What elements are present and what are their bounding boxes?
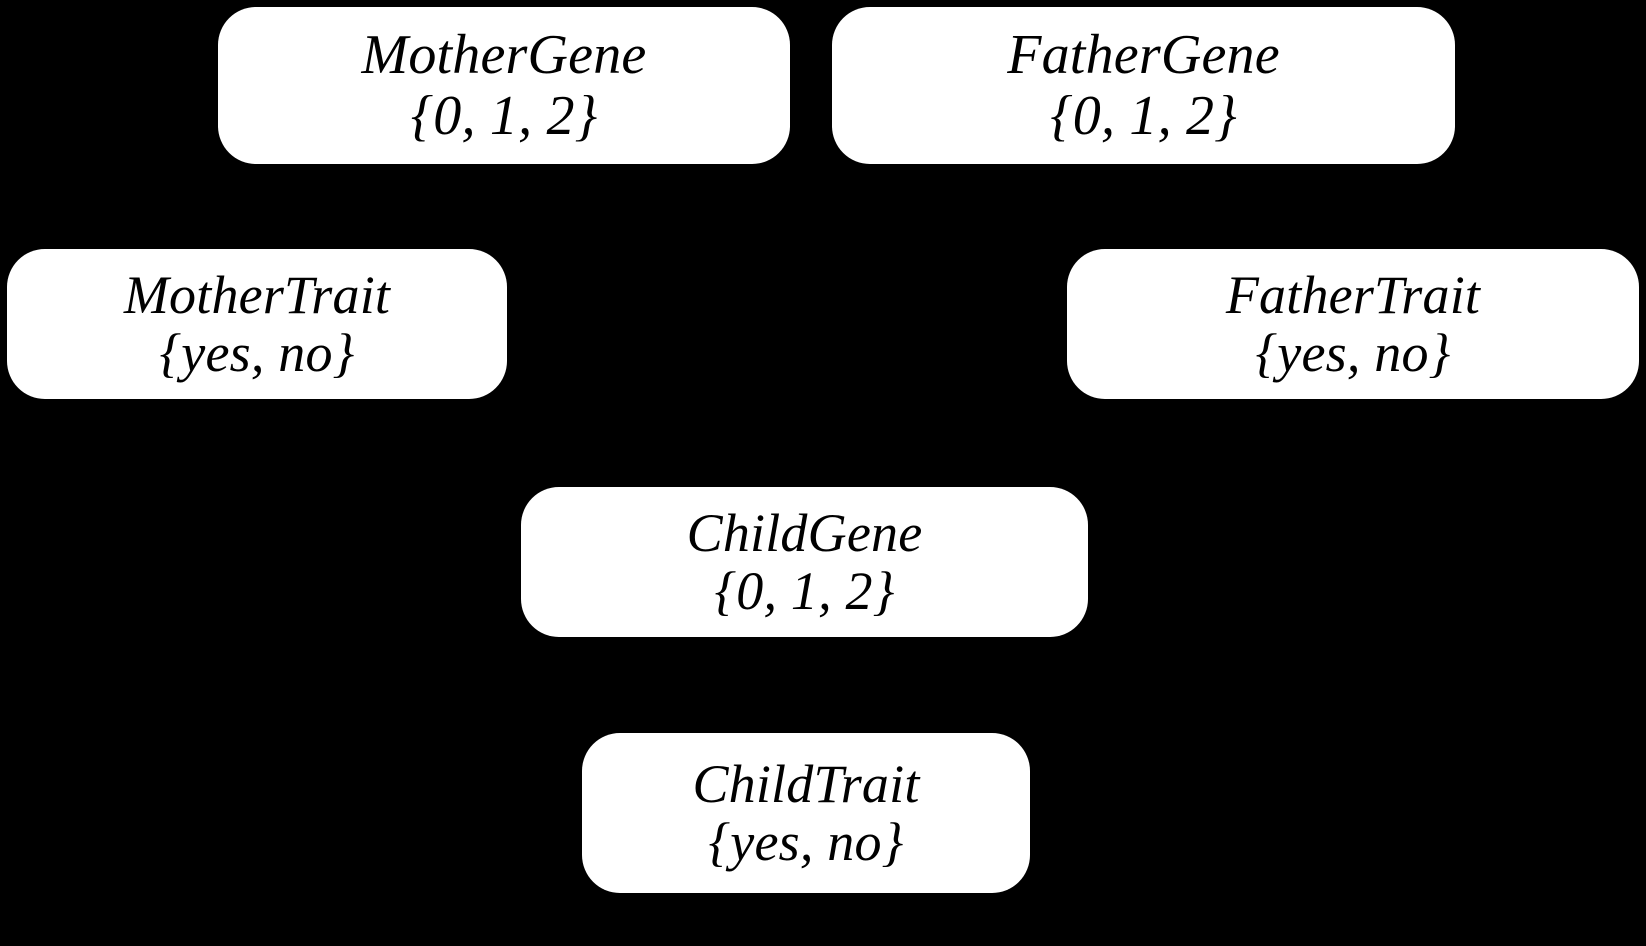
node-mother-trait-domain: {yes, no} (159, 323, 355, 383)
node-mother-trait[interactable]: MotherTrait {yes, no} (7, 249, 507, 399)
node-child-gene-label: ChildGene (686, 502, 923, 563)
node-child-gene-domain: {0, 1, 2} (714, 561, 895, 621)
node-father-gene-label: FatherGene (1007, 24, 1280, 87)
node-child-trait-label: ChildTrait (692, 753, 920, 814)
node-mother-trait-label: MotherTrait (123, 264, 391, 325)
node-child-trait-domain: {yes, no} (708, 812, 904, 872)
node-child-trait[interactable]: ChildTrait {yes, no} (582, 733, 1030, 893)
node-mother-gene-domain: {0, 1, 2} (410, 84, 598, 147)
node-child-gene[interactable]: ChildGene {0, 1, 2} (521, 487, 1088, 637)
node-father-trait-label: FatherTrait (1225, 264, 1481, 325)
node-mother-gene-label: MotherGene (361, 24, 647, 87)
node-father-trait-domain: {yes, no} (1255, 323, 1451, 383)
node-father-gene[interactable]: FatherGene {0, 1, 2} (832, 7, 1455, 164)
node-father-gene-domain: {0, 1, 2} (1050, 84, 1237, 147)
node-mother-gene[interactable]: MotherGene {0, 1, 2} (218, 7, 790, 164)
node-father-trait[interactable]: FatherTrait {yes, no} (1067, 249, 1639, 399)
